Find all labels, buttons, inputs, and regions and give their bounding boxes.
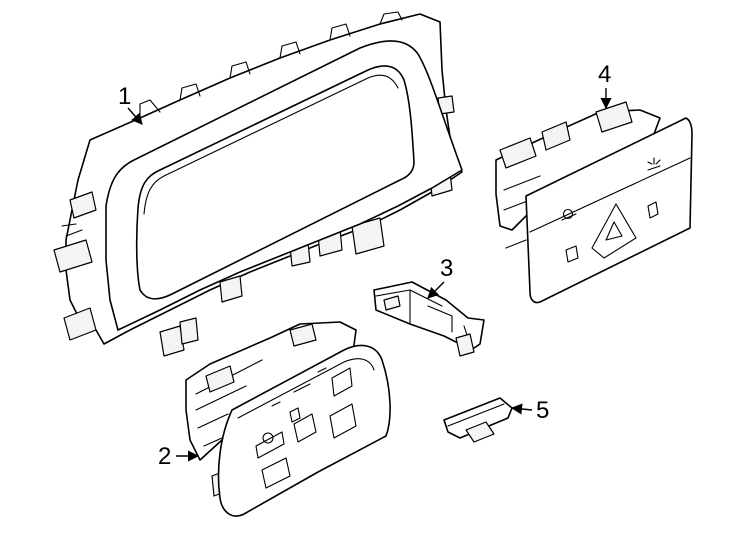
callout-4: 4	[598, 61, 612, 110]
callout-label: 1	[118, 83, 131, 110]
callout-label: 5	[536, 397, 549, 424]
leader-arrow-5	[510, 403, 533, 415]
callout-3: 3	[427, 255, 453, 299]
callout-2: 2	[158, 443, 200, 470]
connector-part	[373, 281, 485, 357]
instrument-cluster-part	[53, 11, 463, 357]
steering-switch-panel-part	[185, 321, 391, 517]
hazard-switch-panel-part	[495, 101, 693, 304]
callout-label: 4	[598, 61, 611, 88]
leader-arrow-1	[127, 107, 143, 125]
callout-label: 2	[158, 443, 171, 470]
leader-arrow-3	[427, 281, 445, 299]
callout-5: 5	[510, 397, 549, 424]
callout-1: 1	[118, 83, 143, 125]
callout-label: 3	[440, 255, 453, 282]
cover-clip-part	[443, 397, 513, 443]
